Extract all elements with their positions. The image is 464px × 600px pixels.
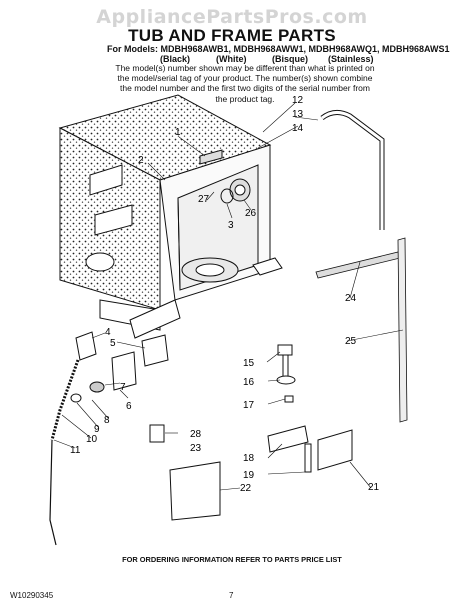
models-line: For Models: MDBH968AWB1, MDBH968AWW1, MD… xyxy=(107,44,450,54)
page-number: 7 xyxy=(229,591,234,600)
callout-23: 23 xyxy=(190,443,202,454)
variant-black: (Black) xyxy=(160,54,191,64)
variant-bisque: (Bisque) xyxy=(272,54,308,64)
hinge-plate xyxy=(141,334,169,367)
tub-assembly xyxy=(58,94,283,339)
callout-8: 8 xyxy=(104,415,110,426)
watermark: AppliancePartsPros.com xyxy=(96,6,368,28)
door-cable xyxy=(49,439,57,546)
variant-white: (White) xyxy=(216,54,247,64)
callout-12: 12 xyxy=(292,95,304,106)
callout-4: 4 xyxy=(105,327,111,338)
page-title: TUB AND FRAME PARTS xyxy=(128,26,336,45)
callout-7: 7 xyxy=(120,382,126,393)
callout-15: 15 xyxy=(243,358,255,369)
callout-27: 27 xyxy=(198,194,210,205)
callout-2: 2 xyxy=(138,155,144,166)
callout-18: 18 xyxy=(243,453,255,464)
callout-1: 1 xyxy=(175,127,181,138)
leveling-bracket xyxy=(111,351,137,391)
side-trim-strip xyxy=(315,251,401,279)
callout-21: 21 xyxy=(368,482,380,493)
variant-stainless: (Stainless) xyxy=(328,54,374,64)
callout-9: 9 xyxy=(94,424,100,435)
callout-19: 19 xyxy=(243,470,255,481)
ordering-info: FOR ORDERING INFORMATION REFER TO PARTS … xyxy=(122,555,342,564)
callout-25: 25 xyxy=(345,336,357,347)
callout-10: 10 xyxy=(86,434,98,445)
callout-17: 17 xyxy=(243,400,255,411)
model-note: The model(s) number shown may be differe… xyxy=(115,63,375,104)
document-number: W10290345 xyxy=(10,591,54,600)
callout-26: 26 xyxy=(245,208,257,219)
callout-11: 11 xyxy=(70,445,81,456)
callout-22: 22 xyxy=(240,483,252,494)
door-gasket xyxy=(320,110,385,230)
hinge-bracket xyxy=(75,331,97,361)
callout-24: 24 xyxy=(345,293,357,304)
callout-14: 14 xyxy=(292,123,304,134)
door-spring xyxy=(50,359,80,441)
callout-6: 6 xyxy=(126,401,132,412)
callout-28: 28 xyxy=(190,429,202,440)
leader-lines xyxy=(53,102,404,491)
mounting-hardware xyxy=(149,344,353,521)
callout-5: 5 xyxy=(110,338,116,349)
callout-16: 16 xyxy=(243,377,255,388)
callout-labels: 1 2 3 4 5 6 7 8 9 10 11 12 13 14 15 16 1… xyxy=(70,95,380,494)
washer xyxy=(70,393,82,403)
grommet xyxy=(89,381,105,393)
callout-13: 13 xyxy=(292,109,304,120)
callout-3: 3 xyxy=(228,220,234,231)
